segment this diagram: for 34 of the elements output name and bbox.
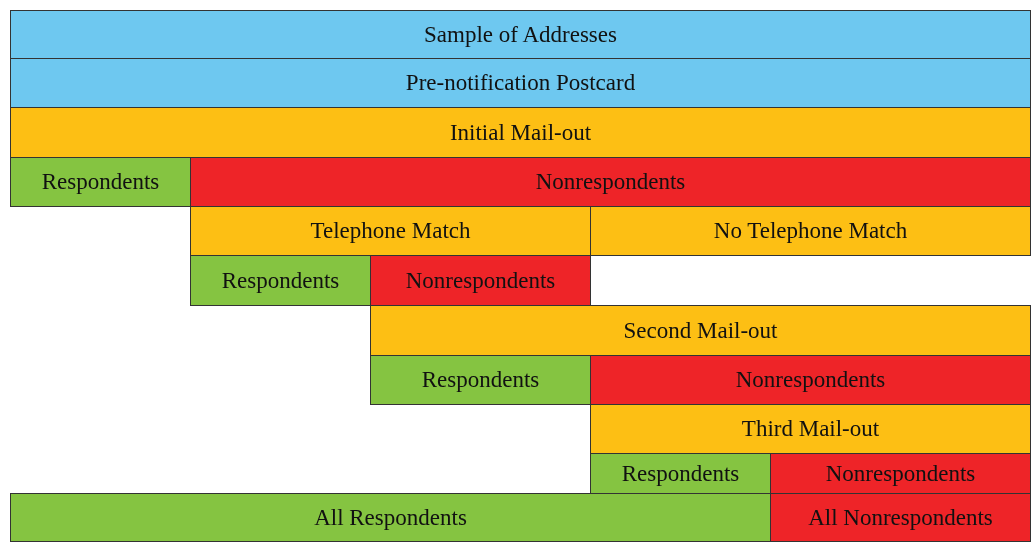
- stage-label: Respondents: [221, 267, 340, 294]
- stage-bar: [370, 355, 591, 405]
- stage-bar: [10, 10, 1031, 59]
- stage-bar: [10, 107, 1031, 158]
- stage-bar: [370, 305, 1031, 356]
- stage-label: Second Mail-out: [623, 317, 778, 344]
- stage-bar: [370, 255, 591, 306]
- stage-label: All Respondents: [314, 504, 467, 531]
- stage-label: All Nonrespondents: [808, 504, 993, 531]
- stage-label: Sample of Addresses: [424, 21, 617, 48]
- stage-label: Respondents: [421, 367, 540, 393]
- stage-bar: [590, 453, 771, 494]
- stage-label: Initial Mail-out: [449, 119, 592, 146]
- stage-bar: [10, 493, 771, 542]
- stage-bar: [190, 157, 1031, 207]
- stage-label: Nonrespondents: [535, 169, 686, 195]
- stage-bar: [10, 157, 191, 207]
- stage-bar: [190, 206, 591, 256]
- stage-label: Respondents: [41, 169, 160, 195]
- stage-bar: [590, 404, 1031, 454]
- stage-label: Telephone Match: [310, 218, 471, 244]
- stage-bar: [770, 453, 1031, 494]
- stage-label: Nonrespondents: [825, 460, 976, 487]
- stage-label: Nonrespondents: [405, 267, 556, 294]
- stage-bar: [770, 493, 1031, 542]
- stage-label: Pre-notification Postcard: [405, 70, 636, 96]
- stage-bar: [10, 58, 1031, 108]
- stage-label: No Telephone Match: [713, 218, 908, 244]
- stage-bar: [190, 255, 371, 306]
- stage-label: Third Mail-out: [741, 416, 880, 442]
- stage-bar: [590, 355, 1031, 405]
- stage-label: Nonrespondents: [735, 367, 886, 393]
- stage-label: Respondents: [621, 460, 740, 487]
- stage-bar: [590, 206, 1031, 256]
